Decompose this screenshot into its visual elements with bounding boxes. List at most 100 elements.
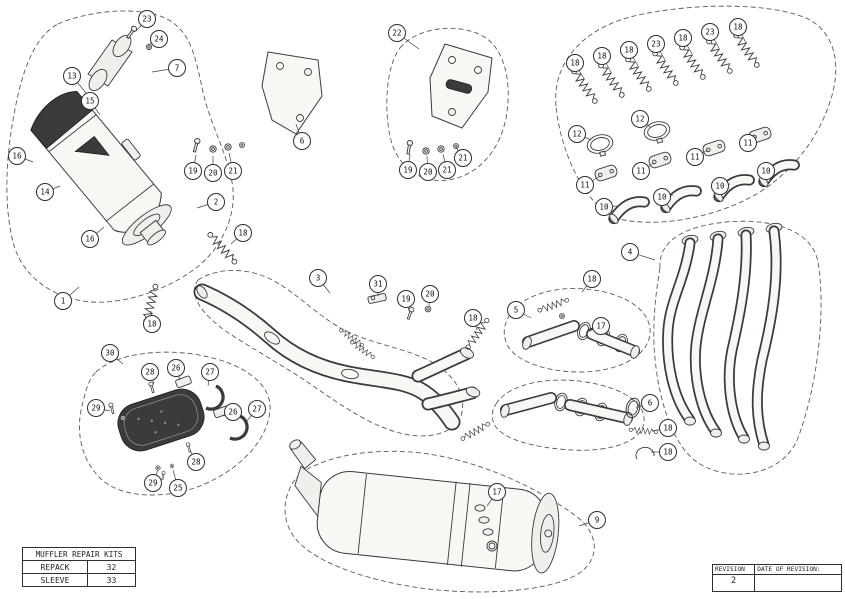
callout-22: 22 [388,24,406,42]
svg-text:21: 21 [228,167,238,176]
fastener-set-bracket [404,139,459,155]
callout-1: 1 [54,292,72,310]
parts-layer [30,24,798,574]
svg-text:10: 10 [715,182,725,191]
callout-17: 17 [592,317,610,335]
callout-18: 18 [729,18,747,36]
svg-text:28: 28 [145,368,155,377]
svg-text:26: 26 [228,408,238,417]
svg-text:27: 27 [205,368,214,377]
group-outline-hardware-kit [555,5,837,223]
callout-18: 18 [659,419,677,437]
svg-text:18: 18 [663,448,673,457]
svg-text:21: 21 [458,154,468,163]
svg-text:31: 31 [373,280,383,289]
svg-text:28: 28 [191,458,201,467]
table-row: SLEEVE 33 [23,574,135,586]
svg-text:6: 6 [648,399,653,408]
callout-13: 13 [63,67,81,85]
svg-text:18: 18 [624,46,634,55]
group-outline-muffler [6,10,234,303]
svg-text:18: 18 [678,34,688,43]
svg-text:27: 27 [252,405,261,414]
muffler-bracket-strap [121,138,141,161]
repair-kit-part-number: 33 [106,576,117,585]
small-bracket-illustration [367,293,387,304]
callout-14: 14 [36,183,54,201]
callout-16: 16 [8,147,26,165]
link-pipes-upper-illustration [522,296,640,359]
svg-text:3: 3 [316,274,321,283]
callout-6: 6 [641,394,659,412]
svg-text:13: 13 [67,72,76,81]
callout-20: 20 [419,163,437,181]
svg-text:11: 11 [580,181,590,190]
group-outlines [6,5,837,593]
svg-text:20: 20 [425,290,435,299]
repair-kit-part-number: 32 [106,563,117,572]
callout-10: 10 [711,177,729,195]
upper-muffler-illustration [30,91,172,246]
revision-table: REVISION DATE OF REVISION: 2 [712,564,842,592]
table-row: REPACK 32 [23,561,135,574]
spring-kit [568,30,762,106]
callout-26: 26 [224,403,242,421]
callout-25: 25 [169,479,187,497]
callout-12: 12 [631,110,649,128]
callout-23: 23 [701,23,719,41]
revision-column-header: REVISION [713,565,756,574]
callout-10: 10 [595,198,613,216]
mid-pipe-illustration [193,283,481,431]
callout-6: 6 [293,132,311,150]
bracket-kit-illustration [429,43,493,129]
clamp-arc-icon [635,446,655,460]
callout-19: 19 [184,162,202,180]
svg-text:18: 18 [733,23,743,32]
lower-muffler-illustration [289,439,560,574]
group-outline-heat-shield [79,351,271,496]
svg-text:1: 1 [61,297,66,306]
svg-text:18: 18 [663,424,673,433]
shield-clamp-icon [205,384,225,411]
muffler-repair-kits-table: MUFFLER REPAIR KITS REPACK 32 SLEEVE 33 [22,547,136,587]
revision-table-body: 2 [713,575,841,591]
group-outline-header-assembly [653,220,822,475]
callout-10: 10 [757,162,775,180]
svg-text:18: 18 [587,275,597,284]
callout-18: 18 [674,29,692,47]
callout-12: 12 [568,125,586,143]
svg-text:7: 7 [175,64,180,73]
revision-date-value [755,575,841,591]
svg-text:26: 26 [171,364,181,373]
callout-30: 30 [101,344,119,362]
link-pipes-lower-illustration [459,391,659,460]
svg-text:2: 2 [214,198,219,207]
svg-text:20: 20 [208,169,218,178]
callout-11: 11 [632,162,650,180]
svg-text:11: 11 [743,139,753,148]
callout-21: 21 [454,149,472,167]
callout-27: 27 [248,400,266,418]
muffler-logo-mark [74,135,110,156]
svg-text:19: 19 [403,166,413,175]
callout-23: 23 [138,10,156,28]
svg-text:14: 14 [40,188,50,197]
svg-text:21: 21 [442,166,452,175]
group-outline-mid-pipe [193,270,464,437]
svg-text:23: 23 [651,40,660,49]
svg-text:19: 19 [401,295,411,304]
svg-text:20: 20 [423,168,433,177]
svg-text:23: 23 [705,28,714,37]
svg-text:29: 29 [91,404,101,413]
svg-text:29: 29 [148,479,158,488]
svg-text:18: 18 [238,229,248,238]
callout-11: 11 [686,148,704,166]
callout-23: 23 [647,35,665,53]
svg-text:10: 10 [599,203,609,212]
group-outline-link-pipes-upper [503,288,651,373]
callout-18: 18 [464,309,482,327]
header-pipes-illustration [662,222,783,451]
svg-text:4: 4 [628,248,633,257]
